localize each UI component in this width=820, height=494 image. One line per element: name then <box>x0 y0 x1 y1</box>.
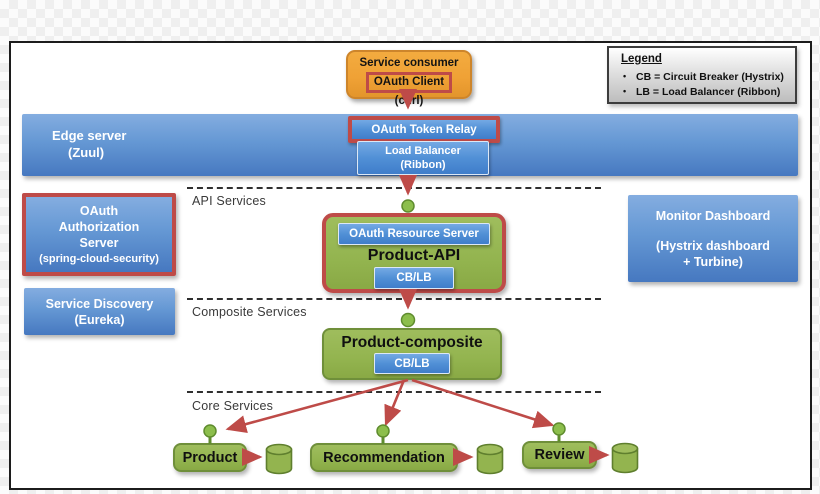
endpoint-dot-recommendation <box>376 424 390 438</box>
review-service-box: Review <box>522 441 597 469</box>
core-services-label: Core Services <box>192 399 274 413</box>
endpoint-dot-review <box>552 422 566 436</box>
product-database-icon <box>265 443 293 475</box>
product-api-box: OAuth Resource Server Product-API CB/LB <box>322 213 506 293</box>
review-database-icon <box>611 442 639 474</box>
arrow-composite-to-review <box>411 378 555 429</box>
recommendation-database-icon <box>476 443 504 475</box>
endpoint-dot-composite <box>400 312 416 328</box>
recommendation-service-box: Recommendation <box>310 443 458 472</box>
service-discovery-tech: (Eureka) <box>74 312 125 327</box>
product-api-title: Product-API <box>367 247 461 265</box>
cblb-badge: CB/LB <box>374 267 454 289</box>
cblb-badge: CB/LB <box>374 353 450 374</box>
legend-title: Legend <box>621 53 662 65</box>
service-discovery-box: Service Discovery (Eureka) <box>24 288 175 335</box>
diagram-frame: Service consumer OAuth Client (curl) Leg… <box>9 41 812 490</box>
bullet-icon: • <box>623 71 627 81</box>
oauth-authorization-server-tech: (spring-cloud-security) <box>39 252 159 265</box>
oauth-client-highlight: OAuth Client <box>365 72 453 93</box>
legend-item-lb: •LB = Load Balancer (Ribbon) <box>623 86 781 98</box>
load-balancer-tech: (Ribbon) <box>400 159 446 171</box>
core-services-separator <box>187 391 601 393</box>
composite-services-separator <box>187 298 601 300</box>
legend-item-cb: •CB = Circuit Breaker (Hystrix) <box>623 71 784 83</box>
service-consumer-label: Service consumer <box>359 57 459 69</box>
monitor-dashboard-tech: (Hystrix dashboard <box>656 238 770 253</box>
legend-box: Legend •CB = Circuit Breaker (Hystrix) •… <box>607 46 797 104</box>
api-services-label: API Services <box>192 194 266 208</box>
edge-server-tech: (Zuul) <box>68 145 105 160</box>
product-service-box: Product <box>173 443 247 472</box>
endpoint-dot-product-api <box>401 199 415 213</box>
edge-server-label: Edge server (Zuul) <box>52 128 127 160</box>
oauth-authorization-server-box: OAuth Authorization Server (spring-cloud… <box>22 193 176 276</box>
bullet-icon: • <box>623 86 627 96</box>
oauth-resource-server-badge: OAuth Resource Server <box>338 223 490 246</box>
composite-services-label: Composite Services <box>192 305 307 319</box>
load-balancer-box: Load Balancer (Ribbon) <box>357 141 489 175</box>
service-consumer-box: Service consumer OAuth Client (curl) <box>346 50 472 107</box>
product-composite-box: Product-composite CB/LB <box>322 328 502 380</box>
oauth-token-relay-box: OAuth Token Relay <box>348 116 500 143</box>
service-consumer-tech: (curl) <box>394 95 424 107</box>
edge-server-band: Edge server (Zuul) OAuth Token Relay Loa… <box>22 114 798 176</box>
arrow-composite-to-recommendation <box>384 379 406 427</box>
monitor-dashboard-box: Monitor Dashboard (Hystrix dashboard + T… <box>628 195 798 282</box>
endpoint-dot-product <box>203 424 217 438</box>
api-services-separator <box>187 187 601 189</box>
product-composite-title: Product-composite <box>341 334 483 351</box>
